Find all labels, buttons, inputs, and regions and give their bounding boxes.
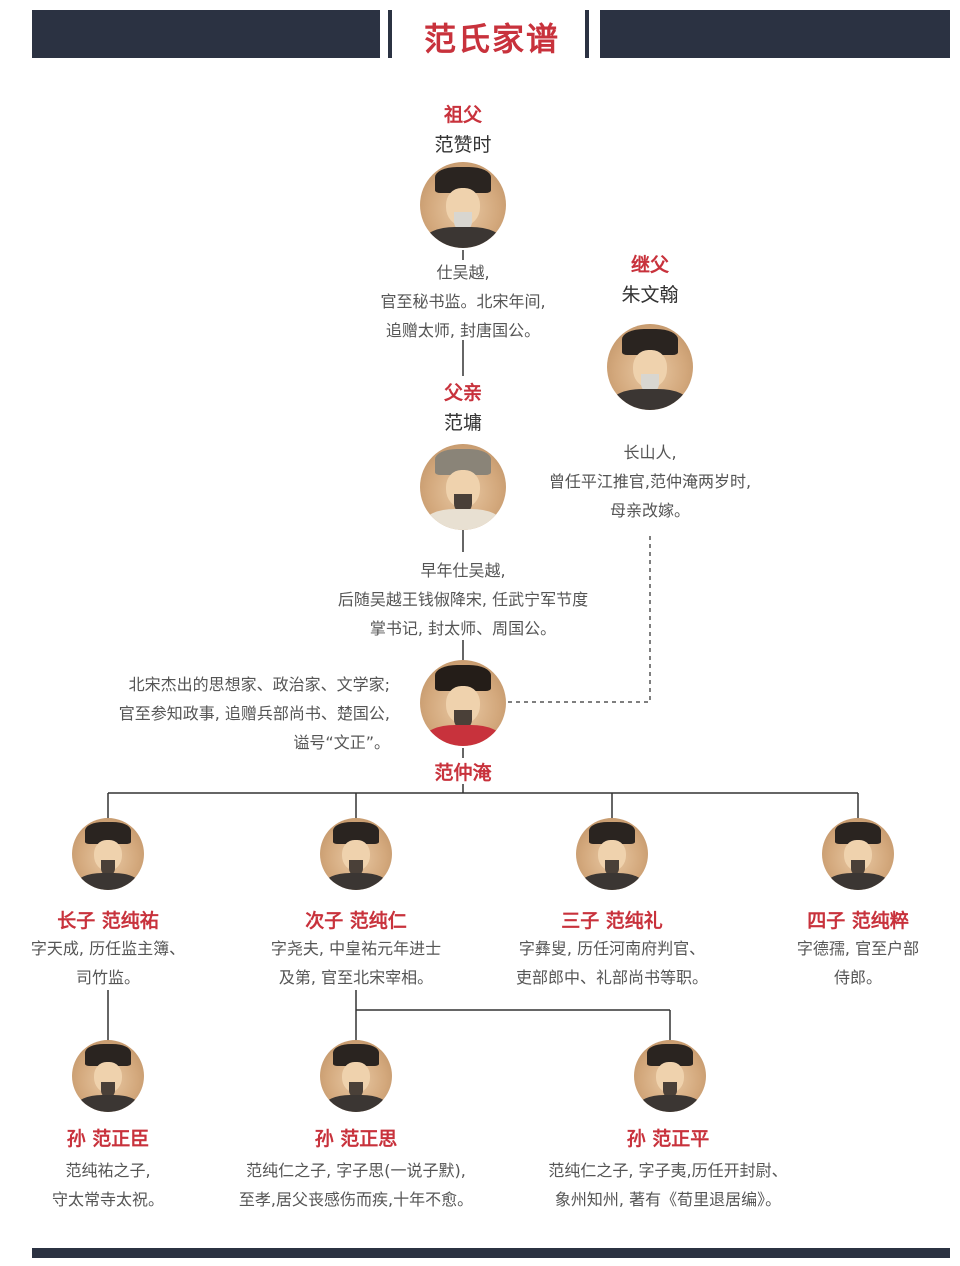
main-portrait <box>420 660 506 746</box>
grandson3-desc-line: 范纯仁之子, 字子夷,历任开封尉、 <box>548 1161 788 1180</box>
grandson3-desc: 范纯仁之子, 字子夷,历任开封尉、 象州知州, 著有《荀里退居编》。 <box>518 1156 818 1214</box>
grandfather-portrait <box>420 162 506 248</box>
father-desc-line: 掌书记, 封太师、周国公。 <box>369 619 557 638</box>
father-desc: 早年仕吴越, 后随吴越王钱俶降宋, 任武宁军节度 掌书记, 封太师、周国公。 <box>293 556 633 643</box>
grandson2-desc-line: 至孝,居父丧感伤而疾,十年不愈。 <box>238 1190 474 1209</box>
grandfather-name: 范赞时 <box>434 134 492 156</box>
son2-desc: 字尧夫, 中皇祐元年进士 及第, 官至北宋宰相。 <box>236 934 476 992</box>
son3-role: 三子 范纯礼 <box>561 910 663 932</box>
son2-desc-line: 及第, 官至北宋宰相。 <box>278 968 434 987</box>
main-desc: 北宋杰出的思想家、政治家、文学家; 官至参知政事, 追赠兵部尚书、楚国公, 谥号… <box>70 670 390 757</box>
stepfather-name: 朱文翰 <box>621 284 679 306</box>
son3-portrait <box>576 818 648 890</box>
son1-portrait <box>72 818 144 890</box>
stepfather-portrait <box>607 324 693 410</box>
father-desc-line: 早年仕吴越, <box>420 561 506 580</box>
grandfather-desc: 仕吴越, 官至秘书监。北宋年间, 追赠太师, 封唐国公。 <box>333 258 593 345</box>
grandson2-role: 孙 范正思 <box>314 1128 398 1150</box>
stepfather-desc-line: 长山人, <box>623 443 677 462</box>
main-desc-line: 北宋杰出的思想家、政治家、文学家; <box>128 675 390 694</box>
son1-role: 长子 范纯祐 <box>57 910 159 932</box>
stepfather-desc-line: 母亲改嫁。 <box>609 501 690 520</box>
grandson1-role: 孙 范正臣 <box>66 1128 150 1150</box>
grandson3-desc-line: 象州知州, 著有《荀里退居编》。 <box>554 1190 782 1209</box>
grandfather-desc-line: 官至秘书监。北宋年间, <box>380 292 546 311</box>
header-divider-right <box>585 10 589 58</box>
grandson1-portrait <box>72 1040 144 1112</box>
stepfather-desc-line: 曾任平江推官,范仲淹两岁时, <box>548 472 752 491</box>
grandson3-role: 孙 范正平 <box>626 1128 710 1150</box>
son4-desc-line: 侍郎。 <box>833 968 882 987</box>
father-desc-line: 后随吴越王钱俶降宋, 任武宁军节度 <box>337 590 589 609</box>
header-divider-left <box>388 10 392 58</box>
header-bar-right <box>600 10 950 58</box>
page-title: 范氏家谱 <box>423 20 560 58</box>
son4-role: 四子 范纯粹 <box>807 910 909 932</box>
son4-portrait <box>822 818 894 890</box>
grandson3-portrait <box>634 1040 706 1112</box>
son1-desc-line: 字天成, 历任监主簿、 <box>30 939 186 958</box>
grandson1-desc: 范纯祐之子, 守太常寺太祝。 <box>18 1156 198 1214</box>
son2-desc-line: 字尧夫, 中皇祐元年进士 <box>270 939 442 958</box>
son3-desc: 字彝叟, 历任河南府判官、 吏部郎中、礼部尚书等职。 <box>487 934 737 992</box>
son4-desc-line: 字德孺, 官至户部 <box>796 939 920 958</box>
grandson2-desc-line: 范纯仁之子, 字子思(一说子默), <box>246 1161 466 1180</box>
main-desc-line: 官至参知政事, 追赠兵部尚书、楚国公, <box>118 704 390 723</box>
son1-desc: 字天成, 历任监主簿、 司竹监。 <box>0 934 216 992</box>
grandson2-desc: 范纯仁之子, 字子思(一说子默), 至孝,居父丧感伤而疾,十年不愈。 <box>206 1156 506 1214</box>
grandson2-portrait <box>320 1040 392 1112</box>
footer-bar <box>32 1248 950 1258</box>
grandson1-desc-line: 范纯祐之子, <box>65 1161 151 1180</box>
father-portrait <box>420 444 506 530</box>
grandfather-desc-line: 追赠太师, 封唐国公。 <box>385 321 541 340</box>
stepfather-desc: 长山人, 曾任平江推官,范仲淹两岁时, 母亲改嫁。 <box>505 438 795 525</box>
header-bar-left <box>32 10 380 58</box>
stepfather-role: 继父 <box>630 254 669 276</box>
son2-portrait <box>320 818 392 890</box>
grandfather-role: 祖父 <box>443 104 482 126</box>
father-name: 范墉 <box>443 412 482 434</box>
son3-desc-line: 吏部郎中、礼部尚书等职。 <box>515 968 708 987</box>
grandson1-desc-line: 守太常寺太祝。 <box>51 1190 164 1209</box>
main-name: 范仲淹 <box>434 762 492 784</box>
son4-desc: 字德孺, 官至户部 侍郎。 <box>770 934 946 992</box>
son1-desc-line: 司竹监。 <box>75 968 140 987</box>
son2-role: 次子 范纯仁 <box>305 910 407 932</box>
main-desc-line: 谥号“文正”。 <box>293 733 390 752</box>
grandfather-desc-line: 仕吴越, <box>436 263 490 282</box>
father-role: 父亲 <box>443 382 482 404</box>
son3-desc-line: 字彝叟, 历任河南府判官、 <box>518 939 706 958</box>
